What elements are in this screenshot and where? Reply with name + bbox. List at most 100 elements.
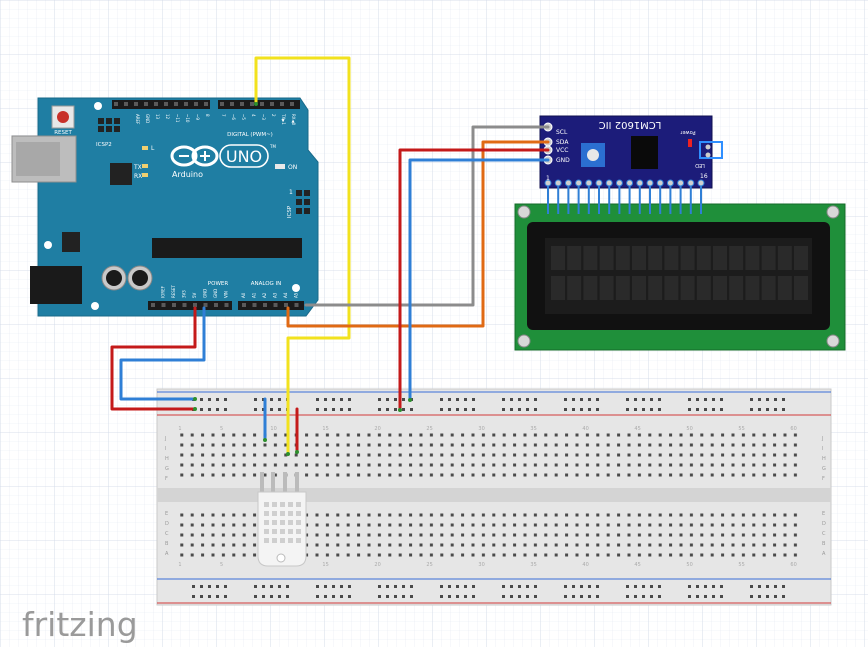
header-block xyxy=(148,301,232,310)
power-led xyxy=(688,139,692,147)
rail-hole xyxy=(254,595,257,598)
rail-hole xyxy=(270,585,273,588)
sensor-vent xyxy=(280,529,285,534)
lcd-pin xyxy=(626,179,634,187)
rail-hole xyxy=(758,398,761,401)
rail-hole xyxy=(394,585,397,588)
analog-pin-label: A5 xyxy=(294,292,299,298)
lcd-char-cell xyxy=(551,246,565,270)
on-label: ON xyxy=(288,164,297,171)
column-number: 45 xyxy=(634,426,640,432)
rail-hole xyxy=(782,398,785,401)
i2c-backpack-module[interactable]: LCM1602 IIC Power LED 1 16 xyxy=(539,115,723,214)
rail-hole xyxy=(782,585,785,588)
rail-hole xyxy=(270,398,273,401)
rail-hole xyxy=(200,595,203,598)
rail-hole xyxy=(658,595,661,598)
rail-hole xyxy=(340,398,343,401)
rail-hole xyxy=(596,408,599,411)
rail-hole xyxy=(758,408,761,411)
lcd-pin xyxy=(605,179,613,187)
on-led xyxy=(275,164,285,169)
potentiometer-knob[interactable] xyxy=(587,149,599,161)
rail-hole xyxy=(588,408,591,411)
lcd-pin xyxy=(687,179,695,187)
jumper-pin xyxy=(705,152,711,158)
rail-hole xyxy=(696,595,699,598)
rail-hole xyxy=(766,408,769,411)
rail-hole xyxy=(688,398,691,401)
rail-hole xyxy=(348,585,351,588)
arduino-uno-board[interactable]: RESET ICSP2 L TX RX UNO TM Arduino ON xyxy=(11,97,319,317)
rail-hole xyxy=(316,398,319,401)
header-socket xyxy=(263,303,267,307)
rail-hole xyxy=(658,585,661,588)
rail-hole xyxy=(332,398,335,401)
power-pin-label: GND xyxy=(213,289,218,298)
rail-hole xyxy=(410,585,413,588)
rail-hole xyxy=(642,585,645,588)
lcd-char-cell xyxy=(745,276,760,300)
led-jumper[interactable] xyxy=(699,141,723,159)
wire-blue-lcd-gnd[interactable] xyxy=(408,158,550,402)
rail-hole xyxy=(704,398,707,401)
wire-orange-sda[interactable] xyxy=(286,140,550,328)
rail-hole xyxy=(464,595,467,598)
rail-hole xyxy=(634,408,637,411)
wires xyxy=(110,56,550,456)
rail-hole xyxy=(572,408,575,411)
lcd-char-cell xyxy=(664,246,679,270)
row-letter: E xyxy=(822,511,825,517)
lcd-char-cell xyxy=(599,276,614,300)
sensor-vent xyxy=(264,502,269,507)
header-socket xyxy=(220,102,224,106)
rail-hole xyxy=(208,398,211,401)
header-socket xyxy=(273,303,278,307)
lcd-char-cell xyxy=(567,246,582,270)
l-led xyxy=(142,146,148,150)
wire-red-vcc[interactable] xyxy=(398,148,550,412)
wire-red-5v[interactable] xyxy=(110,306,197,411)
lcd-pin xyxy=(656,179,664,187)
column-number: 35 xyxy=(530,426,536,432)
rail-hole xyxy=(440,595,443,598)
rail-hole xyxy=(208,595,211,598)
wire-blue-gnd[interactable] xyxy=(119,306,206,401)
lcd-pin xyxy=(595,179,603,187)
row-letter: H xyxy=(822,456,826,462)
rail-hole xyxy=(378,595,381,598)
rail-hole xyxy=(588,595,591,598)
rail-hole xyxy=(386,398,389,401)
rail-hole xyxy=(262,585,265,588)
dht22-sensor[interactable] xyxy=(257,472,307,567)
trademark: TM xyxy=(269,144,276,149)
row-letter: A xyxy=(822,551,826,557)
wire-gray-scl[interactable] xyxy=(304,125,550,307)
rail-hole xyxy=(650,585,653,588)
rail-hole xyxy=(510,585,513,588)
row-letter: J xyxy=(821,436,823,442)
icsp2-label: ICSP2 xyxy=(96,142,112,148)
uno-badge xyxy=(219,144,269,168)
digital-pin-label: AREF xyxy=(135,114,140,125)
lcd-1602-display[interactable] xyxy=(514,203,846,351)
rail-hole xyxy=(472,595,475,598)
rail-hole xyxy=(580,408,583,411)
column-number: 1 xyxy=(178,426,181,432)
wire-yellow-data[interactable] xyxy=(254,56,351,456)
lcd-char-cell xyxy=(680,276,695,300)
header-socket xyxy=(294,303,299,307)
rail-hole xyxy=(224,585,227,588)
rail-hole xyxy=(324,595,327,598)
i2c-pin-label: SCL xyxy=(556,129,568,136)
rail-hole xyxy=(386,585,389,588)
reset-button-cap[interactable] xyxy=(57,111,69,123)
rail-hole xyxy=(464,408,467,411)
rail-hole xyxy=(192,585,195,588)
row-letter: G xyxy=(165,466,169,472)
lcd-char-cell xyxy=(664,276,679,300)
row-letter: G xyxy=(822,466,826,472)
column-number: 10 xyxy=(270,426,276,432)
header-socket xyxy=(242,303,246,307)
